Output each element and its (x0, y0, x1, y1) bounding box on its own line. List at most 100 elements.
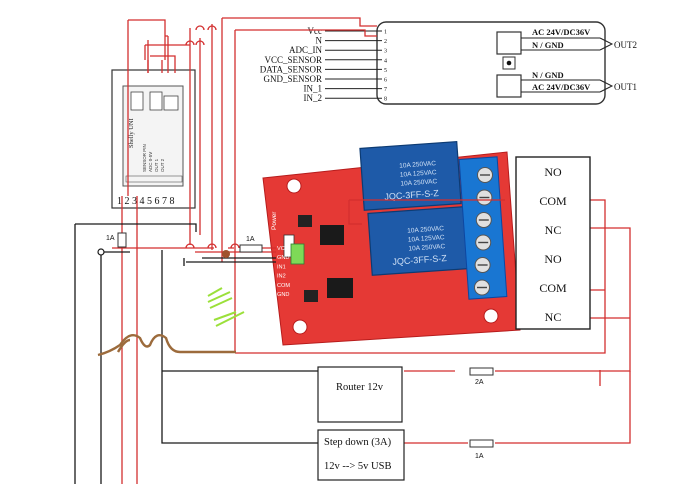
smd-component-2 (304, 290, 318, 302)
shelly-chip-2 (149, 91, 163, 111)
terminal-com-2: COM (539, 194, 567, 208)
hop-5 (185, 243, 195, 249)
terminal-nc-6: NC (545, 310, 562, 324)
hop-1 (185, 40, 195, 46)
pinout-digit-6: 6 (384, 78, 387, 84)
junction-node (97, 248, 105, 256)
out-button-dot (506, 60, 512, 66)
fuses: 1A 1A 2A 1A (106, 232, 494, 460)
out2-label: OUT2 (614, 40, 637, 50)
fuse-1a-bottom (469, 439, 494, 448)
board-pin-gnd-2: GND (277, 255, 289, 261)
wire-brown-loop (97, 334, 236, 357)
hop-6 (207, 243, 217, 249)
wire-nc-right (495, 227, 631, 372)
relay-1-rating-2: 10A 125VAC (400, 169, 437, 179)
stepdown-outline (317, 429, 405, 481)
out2-terminal (496, 31, 522, 55)
router-label: Router 12v (336, 382, 384, 393)
wire-brown-detail (116, 338, 131, 353)
relay-2-rating-1: 10A 250VAC (407, 225, 444, 235)
fuse-1a-left (117, 232, 127, 248)
pinout-digit-1: 1 (384, 30, 387, 36)
relay-1-rating-1: 10A 250VAC (399, 160, 436, 170)
pinout-box: AC 24V/DC36V N / GND N / GND AC 24V/DC36… (260, 21, 637, 105)
brown-wires (97, 334, 236, 357)
fuse-2a-label: 2A (475, 379, 484, 386)
power-label: Power (271, 211, 278, 230)
wire-stepdown-red (495, 371, 631, 444)
pinout-label-7: IN_1 (304, 84, 323, 94)
shelly-chip-1 (130, 91, 144, 111)
wire-top-loop-1 (128, 19, 166, 32)
terminal-no-1: NO (544, 165, 562, 179)
board-pin-in1-3: IN1 (277, 264, 286, 270)
optocoupler-1 (320, 225, 344, 245)
pinout-digit-5: 5 (384, 68, 387, 74)
shelly-uni-module: Shelly UNI SENSOR PIN ADC 0-5V OUT 1 OUT… (111, 69, 196, 209)
pinout-label-6: GND_SENSOR (263, 74, 322, 84)
out2-n-label: N / GND (532, 40, 564, 50)
pinout-label-5: DATA_SENSOR (260, 64, 322, 74)
green-hatch (207, 287, 245, 327)
stepdown-line2: 12v --> 5v USB (324, 461, 391, 472)
terminal-com-5: COM (539, 281, 567, 295)
board-pin-gnd-6: GND (277, 292, 289, 298)
pinout-label-2: N (316, 36, 323, 46)
fuse-1a-mid (239, 244, 263, 253)
board-hole-bl (292, 319, 308, 335)
out1-label: OUT1 (614, 82, 637, 92)
out2-ac-label: AC 24V/DC36V (532, 27, 591, 37)
relay-1-model: JQC-3FF-S-Z (384, 188, 440, 202)
screw-terminals (474, 167, 493, 296)
smd-component-1 (298, 215, 312, 227)
terminal-no-4: NO (544, 252, 562, 266)
shelly-chip-3 (163, 95, 179, 111)
wire-hops (185, 25, 240, 249)
pinout-label-1: Vcc (308, 26, 323, 36)
pinout-digit-3: 3 (384, 49, 387, 55)
out1-bracket (599, 79, 614, 93)
jumper-cap (290, 243, 305, 265)
relay-2-rating-2: 10A 125VAC (408, 234, 445, 244)
pinout-digit-4: 4 (384, 58, 387, 64)
out2-bracket (599, 37, 614, 51)
pinout-label-3: ADC_IN (289, 45, 322, 55)
hop-3 (195, 40, 205, 46)
relay-2: 10A 250VAC 10A 125VAC 10A 250VAC JQC-3FF… (367, 206, 470, 276)
wire-to-vcc (222, 17, 377, 27)
wire-to-n (235, 29, 377, 37)
board-pin-in2-4: IN2 (277, 274, 286, 280)
router-box: Router 12v (317, 366, 403, 423)
pinout-label-8: IN_2 (304, 93, 323, 103)
out1-ac-label: AC 24V/DC36V (532, 82, 591, 92)
pinout-digit-7: 7 (384, 87, 387, 93)
board-pin-vcc-1: VCC (277, 246, 289, 252)
wire-top-loop-4 (150, 55, 176, 60)
wire-black-top (75, 223, 197, 232)
black-wires (74, 223, 318, 484)
fuse-1a-mid-label: 1A (246, 236, 255, 243)
pinout-outline (376, 21, 606, 105)
fuse-1a-bottom-label: 1A (475, 453, 484, 460)
shelly-fine-text-4: OUT 2 (160, 158, 165, 172)
fuse-1a-left-label: 1A (106, 235, 115, 242)
screw-terminal-block (458, 156, 508, 300)
wire-relay-vertical (348, 200, 362, 225)
shelly-fine-text-2: ADC 0-5V (148, 152, 153, 172)
relay-2-rating-3: 10A 250VAC (408, 243, 445, 253)
shelly-connector-strip (125, 175, 183, 183)
shelly-brand: Shelly UNI (128, 118, 135, 148)
stepdown-line1: Step down (3A) (324, 437, 392, 448)
fuse-2a (469, 367, 494, 376)
stepdown-box: Step down (3A) 12v --> 5v USB (317, 429, 405, 481)
optocoupler-2 (327, 278, 353, 298)
green-marks (207, 287, 245, 327)
